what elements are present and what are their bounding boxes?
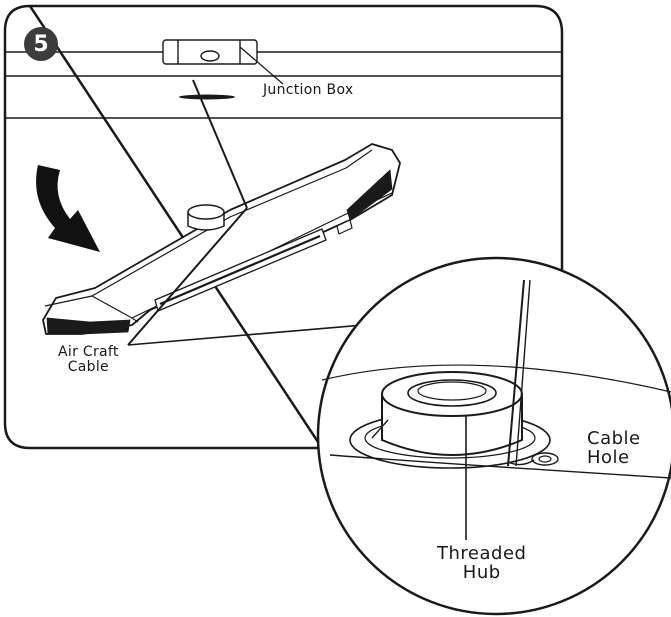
step-number-badge: 5 (24, 27, 58, 61)
panel-frame (3, 4, 564, 450)
junction-box-shape (162, 39, 258, 65)
threaded-hub-label: Threaded Hub (437, 543, 527, 583)
ceiling-hole (179, 94, 235, 100)
aircraft-cable-label: Air Craft Cable (58, 344, 119, 375)
ceiling (5, 51, 562, 119)
aircraft-cable (127, 79, 248, 346)
detail-contents (321, 279, 671, 479)
junction-box-leader (239, 46, 284, 85)
mounting-hub (187, 204, 225, 231)
fixture-body (42, 143, 401, 335)
cable-hole-label: Cable Hole (587, 428, 641, 468)
curved-arrow-icon (36, 165, 100, 252)
junction-box-label: Junction Box (263, 82, 354, 98)
